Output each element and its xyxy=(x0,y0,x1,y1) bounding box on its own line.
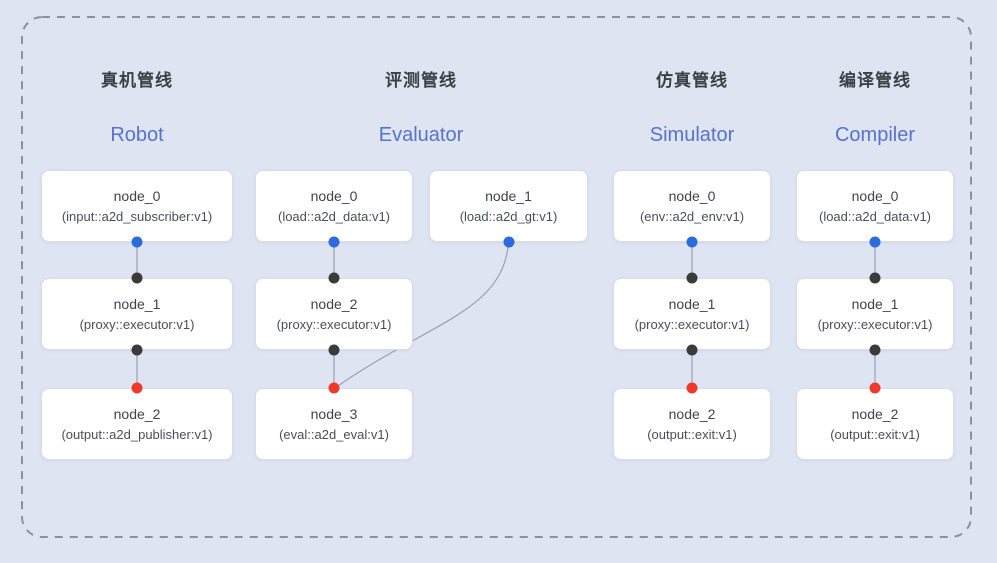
input-port-dot-dark xyxy=(686,272,698,284)
dashed-frame-border xyxy=(21,16,972,538)
pipeline-title-zh-compiler: 编译管线 xyxy=(839,71,911,90)
node-robot-node_0: node_0(input::a2d_subscriber:v1) xyxy=(41,170,233,242)
node-subtitle: (output::exit:v1) xyxy=(830,426,920,442)
node-compiler-node_2: node_2(output::exit:v1) xyxy=(796,388,954,460)
edge-curve-evaluator-node_1-node_3 xyxy=(334,241,510,389)
node-label: node_1 xyxy=(668,295,716,312)
node-subtitle: (input::a2d_subscriber:v1) xyxy=(61,208,213,224)
input-port-dot-dark xyxy=(328,272,340,284)
node-robot-node_1: node_1(proxy::executor:v1) xyxy=(41,278,233,350)
node-robot-node_2: node_2(output::a2d_publisher:v1) xyxy=(41,388,233,460)
node-label: node_2 xyxy=(851,405,899,422)
pipeline-title-zh-robot: 真机管线 xyxy=(101,71,173,90)
node-subtitle: (load::a2d_gt:v1) xyxy=(459,208,558,224)
node-subtitle: (output::a2d_publisher:v1) xyxy=(61,426,213,442)
node-simulator-node_0: node_0(env::a2d_env:v1) xyxy=(613,170,771,242)
output-port-dot-dark xyxy=(686,344,698,356)
input-port-dot-red xyxy=(869,382,881,394)
input-port-dot-dark xyxy=(131,272,143,284)
node-label: node_2 xyxy=(113,405,161,422)
node-subtitle: (proxy::executor:v1) xyxy=(817,316,933,332)
node-subtitle: (load::a2d_data:v1) xyxy=(277,208,391,224)
node-label: node_3 xyxy=(310,405,358,422)
node-evaluator-node_3: node_3(eval::a2d_eval:v1) xyxy=(255,388,413,460)
pipeline-title-en-compiler: Compiler xyxy=(834,124,916,146)
output-port-dot-blue xyxy=(503,236,514,248)
node-label: node_2 xyxy=(668,405,716,422)
input-port-dot-red xyxy=(328,382,340,394)
output-port-dot-blue xyxy=(328,236,340,248)
output-port-dot-blue xyxy=(686,236,698,248)
node-evaluator-node_1: node_1(load::a2d_gt:v1) xyxy=(429,170,588,242)
output-port-dot-blue xyxy=(869,236,881,248)
node-subtitle: (env::a2d_env:v1) xyxy=(639,208,745,224)
node-simulator-node_1: node_1(proxy::executor:v1) xyxy=(613,278,771,350)
node-subtitle: (load::a2d_data:v1) xyxy=(818,208,932,224)
pipeline-title-zh-evaluator: 评测管线 xyxy=(385,71,457,90)
node-subtitle: (output::exit:v1) xyxy=(647,426,737,442)
input-port-dot-red xyxy=(131,382,143,394)
node-simulator-node_2: node_2(output::exit:v1) xyxy=(613,388,771,460)
pipeline-title-en-evaluator: Evaluator xyxy=(378,124,464,146)
node-label: node_0 xyxy=(668,187,716,204)
node-label: node_2 xyxy=(310,295,358,312)
node-label: node_1 xyxy=(485,187,532,204)
output-port-dot-dark xyxy=(869,344,881,356)
input-port-dot-dark xyxy=(869,272,881,284)
edge-group xyxy=(136,241,876,389)
node-label: node_0 xyxy=(310,187,358,204)
node-label: node_0 xyxy=(851,187,899,204)
input-port-dot-red xyxy=(686,382,698,394)
node-subtitle: (proxy::executor:v1) xyxy=(634,316,750,332)
node-subtitle: (proxy::executor:v1) xyxy=(79,316,195,332)
pipeline-title-zh-simulator: 仿真管线 xyxy=(656,71,728,90)
node-compiler-node_1: node_1(proxy::executor:v1) xyxy=(796,278,954,350)
node-evaluator-node_0: node_0(load::a2d_data:v1) xyxy=(255,170,413,242)
output-port-dot-dark xyxy=(328,344,340,356)
node-label: node_0 xyxy=(113,187,161,204)
node-subtitle: (proxy::executor:v1) xyxy=(276,316,392,332)
node-compiler-node_0: node_0(load::a2d_data:v1) xyxy=(796,170,954,242)
node-evaluator-node_2: node_2(proxy::executor:v1) xyxy=(255,278,413,350)
pipeline-title-en-robot: Robot xyxy=(110,124,164,146)
node-subtitle: (eval::a2d_eval:v1) xyxy=(279,426,389,442)
node-label: node_1 xyxy=(851,295,899,312)
output-port-dot-dark xyxy=(131,344,143,356)
output-port-dot-blue xyxy=(131,236,143,248)
pipeline-title-en-simulator: Simulator xyxy=(649,124,735,146)
node-label: node_1 xyxy=(113,295,161,312)
